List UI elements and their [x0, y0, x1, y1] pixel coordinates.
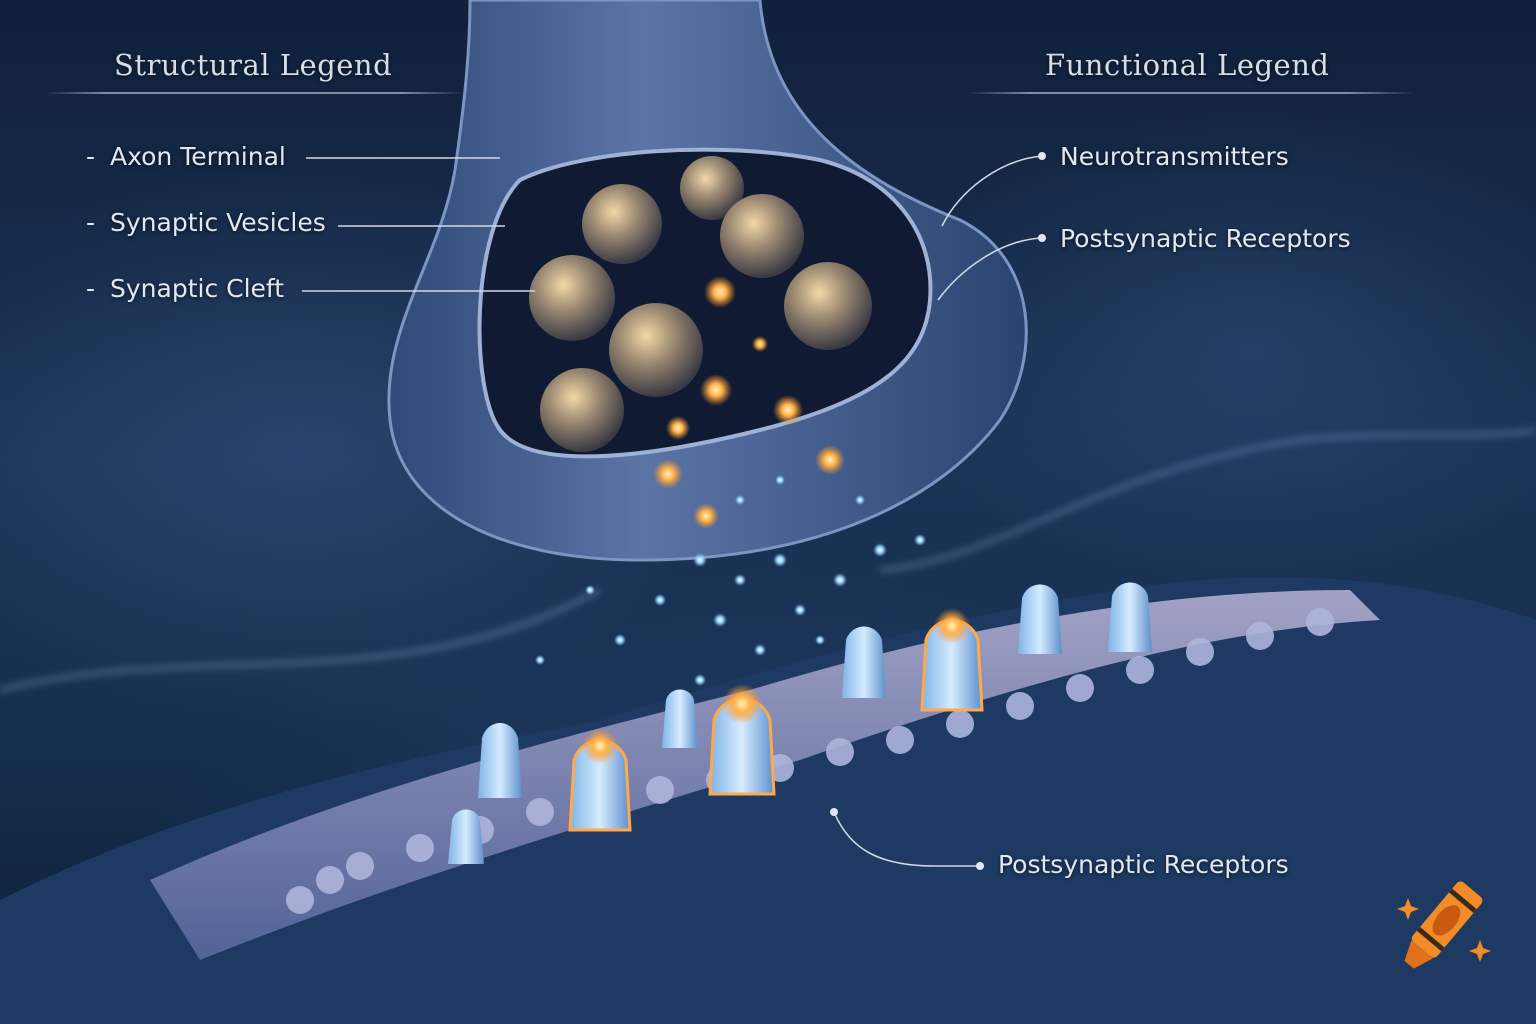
functional-legend-divider — [965, 92, 1415, 94]
functional-legend-title: Functional Legend — [1045, 48, 1330, 82]
legend-item-postsynaptic-receptors: Postsynaptic Receptors — [1060, 224, 1351, 253]
legend-item-synaptic-vesicles: Synaptic Vesicles — [110, 208, 326, 237]
legend-item-neurotransmitters: Neurotransmitters — [1060, 142, 1289, 171]
callout-postsynaptic-receptors: Postsynaptic Receptors — [998, 850, 1289, 879]
legend-item-axon-terminal: Axon Terminal — [110, 142, 286, 171]
structural-legend-divider — [44, 92, 464, 94]
crayon-sparkle-icon — [1397, 881, 1491, 969]
bullet-dash: - — [86, 274, 96, 303]
legend-item-synaptic-cleft: Synaptic Cleft — [110, 274, 285, 303]
bullet-dash: - — [86, 208, 96, 237]
structural-legend-title: Structural Legend — [114, 48, 393, 82]
bullet-dash: - — [86, 142, 96, 171]
